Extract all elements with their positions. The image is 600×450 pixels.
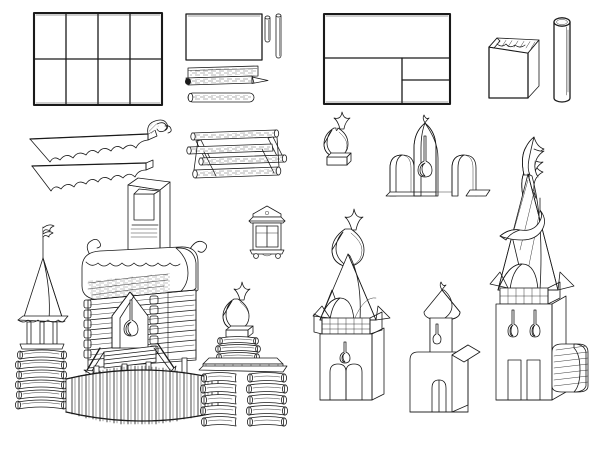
panel-blank-and-logs — [185, 13, 282, 103]
column-round — [553, 17, 571, 103]
palisade-fence — [65, 365, 219, 425]
trim-board-upper — [29, 119, 172, 163]
gate-drum-logs — [215, 336, 261, 361]
church-tented-left — [312, 208, 391, 401]
onion-dome-small — [323, 111, 352, 166]
pole-short — [264, 15, 271, 43]
beam-with-peg — [185, 65, 269, 86]
block-hatched — [488, 37, 540, 99]
izba-house — [81, 239, 207, 385]
chapel-conical-center — [409, 281, 481, 413]
izba-stairs — [83, 343, 177, 377]
carved-window — [248, 205, 286, 259]
panel-divided-3bay — [322, 12, 452, 106]
gate-onion-dome — [222, 281, 254, 338]
panel-grid-4x2 — [32, 11, 164, 107]
gate-pier-right — [245, 372, 288, 427]
watchtower-logs — [14, 349, 68, 410]
trim-board-lower — [31, 159, 154, 192]
round-log — [187, 92, 255, 103]
pole-long — [275, 13, 282, 59]
church-annex — [551, 343, 589, 393]
gate-with-dome — [198, 281, 288, 427]
izba-porch-gable — [111, 291, 149, 349]
log-crib-frame — [186, 129, 288, 179]
watchtower — [14, 224, 69, 410]
crib-log-front — [198, 154, 288, 166]
bochka-roof-cluster — [385, 114, 491, 197]
gate-pier-left — [199, 372, 237, 427]
church-tall-right — [489, 136, 589, 401]
crib-log-mid — [186, 143, 274, 155]
